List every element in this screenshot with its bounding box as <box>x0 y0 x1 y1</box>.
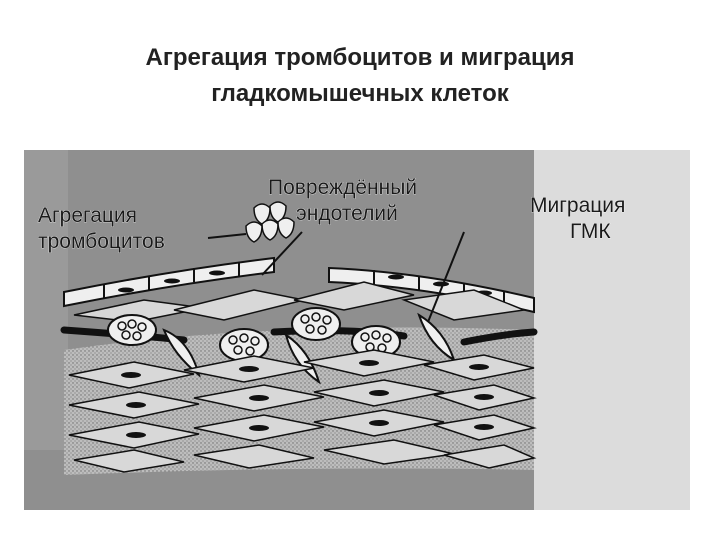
label-damaged-endothelium-line-1: Повреждённый <box>268 176 417 199</box>
intima-cells <box>73 281 527 323</box>
platelet-cluster <box>107 314 157 346</box>
label-platelet-aggregation-line-2: тромбоцитов <box>38 230 165 253</box>
slide-title-line-2: гладкомышечных клеток <box>211 80 509 107</box>
adventitia-cells <box>73 439 537 473</box>
media-cell-nuclei <box>121 360 494 438</box>
vessel-wall-diagram: Агрегация тромбоцитов Повреждённый эндот… <box>24 150 690 510</box>
migrating-smooth-muscle-cells <box>162 312 456 385</box>
free-platelets <box>245 201 295 243</box>
label-pointer-lines <box>207 231 465 323</box>
label-damaged-endothelium-line-2: эндотелий <box>296 202 398 225</box>
slide-title: Агрегация тромбоцитов и миграция гладком… <box>60 40 660 112</box>
label-smc-migration-line-2: ГМК <box>570 220 611 243</box>
panel-left-shade <box>24 150 68 450</box>
diagram-svg: Агрегация тромбоцитов Повреждённый эндот… <box>24 150 690 510</box>
platelet-aggregates <box>107 307 401 362</box>
panel-right-strip <box>534 150 690 510</box>
platelet-cluster <box>291 307 341 341</box>
label-smc-migration-line-1: Миграция <box>530 194 625 217</box>
label-platelet-aggregation-line-1: Агрегация <box>38 204 137 227</box>
slide-title-line-1: Агрегация тромбоцитов и миграция <box>145 44 575 71</box>
platelet-cluster <box>219 328 269 362</box>
